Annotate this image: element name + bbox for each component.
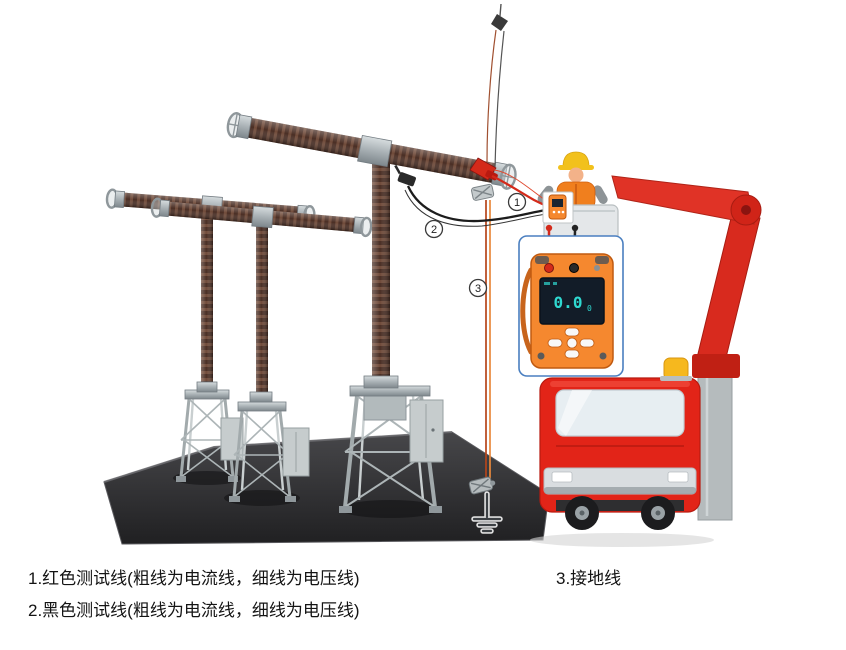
horizontal-insulator-front <box>226 112 517 190</box>
truck-mast <box>697 371 733 521</box>
nav-button-center <box>566 337 578 349</box>
wheel-right <box>641 496 675 530</box>
nav-button-up <box>564 327 580 337</box>
windshield <box>555 389 685 437</box>
horizontal-insulator-middle <box>150 197 373 238</box>
boom-upper-arm <box>611 175 755 225</box>
black-test-lead-thick <box>406 185 547 223</box>
worker-face <box>568 167 584 183</box>
support-stand-front <box>339 385 444 513</box>
black-test-lead-thin <box>404 189 548 227</box>
nav-button-left <box>547 338 563 348</box>
legend-line-ground-lead: 3.接地线 <box>556 569 622 588</box>
vertical-insulator-back <box>196 199 218 393</box>
instrument-callout: 0.0 0 <box>518 235 624 377</box>
headlight-right <box>667 471 689 483</box>
callout-3-number: 3 <box>475 283 481 295</box>
lead-dot-black <box>571 224 579 232</box>
overhead-hoist-lines <box>486 3 508 169</box>
vertical-insulator-front <box>363 147 399 389</box>
worker-arm-right <box>593 185 608 204</box>
callout-1: 1 <box>507 192 527 212</box>
vertical-insulator-middle <box>249 209 273 403</box>
nav-button-down <box>564 349 580 359</box>
headlight-left <box>551 471 573 483</box>
nav-button-right <box>579 338 595 348</box>
boom-lower-arm <box>695 205 761 375</box>
red-test-lead-thin <box>493 169 546 201</box>
wheel-left <box>565 496 599 530</box>
instrument-strap <box>520 267 534 355</box>
nav-buttons <box>547 327 595 359</box>
callout-3: 3 <box>468 278 488 298</box>
bucket-truck <box>530 151 762 547</box>
beacon-light <box>660 357 692 381</box>
hoist-hook-icon <box>491 14 508 31</box>
instrument-screen <box>539 277 605 325</box>
side-button-left <box>537 352 545 360</box>
side-button-right <box>599 352 607 360</box>
screen-sub-digit: 0 <box>587 304 592 313</box>
handheld-card <box>542 191 574 224</box>
terminal-aux <box>594 265 600 271</box>
circuit-breaker-front <box>226 112 517 513</box>
circuit-breaker-middle <box>150 197 373 502</box>
black-test-clip <box>394 164 416 187</box>
callout-2-number: 2 <box>431 224 437 236</box>
ground-lead <box>468 183 503 534</box>
callout-1-number: 1 <box>514 197 520 209</box>
ground-clamp-top <box>471 183 495 201</box>
ground-clamp-bottom <box>468 476 496 495</box>
legend-line-black-lead: 2.黑色测试线(粗线为电流线，细线为电压线) <box>28 601 360 620</box>
callout-2: 2 <box>424 219 444 239</box>
lead-dot-red <box>545 224 553 232</box>
earth-symbol <box>471 491 503 534</box>
legend-line-red-lead: 1.红色测试线(粗线为电流线，细线为电压线) <box>28 569 360 588</box>
boom-pedestal <box>692 354 740 378</box>
terminal-red <box>544 263 554 273</box>
support-stand-middle <box>229 401 310 502</box>
screen-value: 0.0 <box>554 293 583 312</box>
terminal-black <box>569 263 579 273</box>
safety-helmet-icon <box>562 151 590 168</box>
